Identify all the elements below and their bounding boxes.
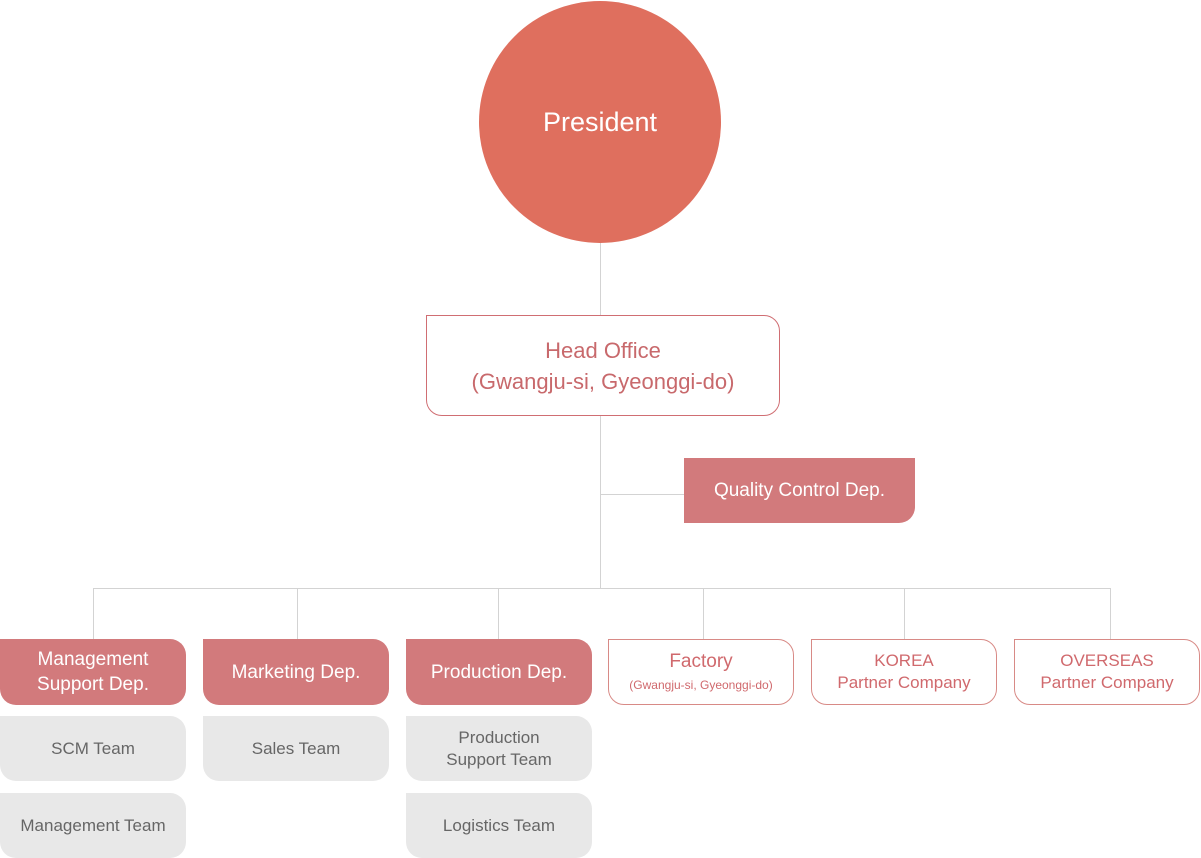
team-production-support-line2: Support Team	[446, 749, 552, 769]
dept-production-label: Production Dep.	[430, 661, 568, 683]
dept-management-support: Management Support Dep.	[0, 639, 186, 705]
dept-marketing-label: Marketing Dep.	[231, 661, 361, 683]
connector-management-support	[93, 588, 94, 639]
head-office-name: Head Office	[545, 337, 661, 363]
dept-factory-name: Factory	[669, 650, 733, 672]
dept-overseas-partner-line2: Partner Company	[1040, 673, 1174, 692]
dept-production: Production Dep.	[406, 639, 592, 705]
dept-management-support-line2: Support Dep.	[37, 674, 149, 695]
quality-control-node: Quality Control Dep.	[684, 458, 915, 523]
team-management-label: Management Team	[20, 815, 166, 835]
president-node: President	[479, 1, 721, 243]
team-logistics-label: Logistics Team	[442, 815, 556, 835]
team-production-support-line1: Production	[458, 727, 540, 747]
connector-headoffice-trunk	[600, 416, 601, 588]
team-scm: SCM Team	[0, 716, 186, 781]
dept-factory-location: (Gwangju-si, Gyeonggi-do)	[629, 677, 773, 692]
team-scm-label: SCM Team	[51, 738, 135, 758]
connector-factory	[703, 588, 704, 639]
connector-marketing	[297, 588, 298, 639]
dept-overseas-partner: OVERSEAS Partner Company	[1014, 639, 1200, 705]
dept-korea-partner: KOREA Partner Company	[811, 639, 997, 705]
dept-korea-partner-line2: Partner Company	[837, 673, 971, 692]
team-sales-label: Sales Team	[251, 738, 341, 758]
connector-korea-partner	[904, 588, 905, 639]
team-sales: Sales Team	[203, 716, 389, 781]
connector-quality-control	[600, 494, 684, 495]
team-production-support: Production Support Team	[406, 716, 592, 781]
team-management: Management Team	[0, 793, 186, 858]
dept-marketing: Marketing Dep.	[203, 639, 389, 705]
connector-production	[498, 588, 499, 639]
president-label: President	[542, 106, 658, 137]
head-office-location: (Gwangju-si, Gyeonggi-do)	[471, 368, 735, 394]
connector-president-headoffice	[600, 243, 601, 315]
head-office-node: Head Office (Gwangju-si, Gyeonggi-do)	[426, 315, 780, 416]
connector-horizontal-bus	[93, 588, 1111, 589]
dept-overseas-partner-line1: OVERSEAS	[1060, 651, 1154, 670]
dept-korea-partner-line1: KOREA	[874, 651, 934, 670]
dept-factory: Factory (Gwangju-si, Gyeonggi-do)	[608, 639, 794, 705]
dept-management-support-line1: Management	[37, 649, 149, 670]
team-logistics: Logistics Team	[406, 793, 592, 858]
connector-overseas-partner	[1110, 588, 1111, 639]
quality-control-label: Quality Control Dep.	[713, 479, 886, 501]
